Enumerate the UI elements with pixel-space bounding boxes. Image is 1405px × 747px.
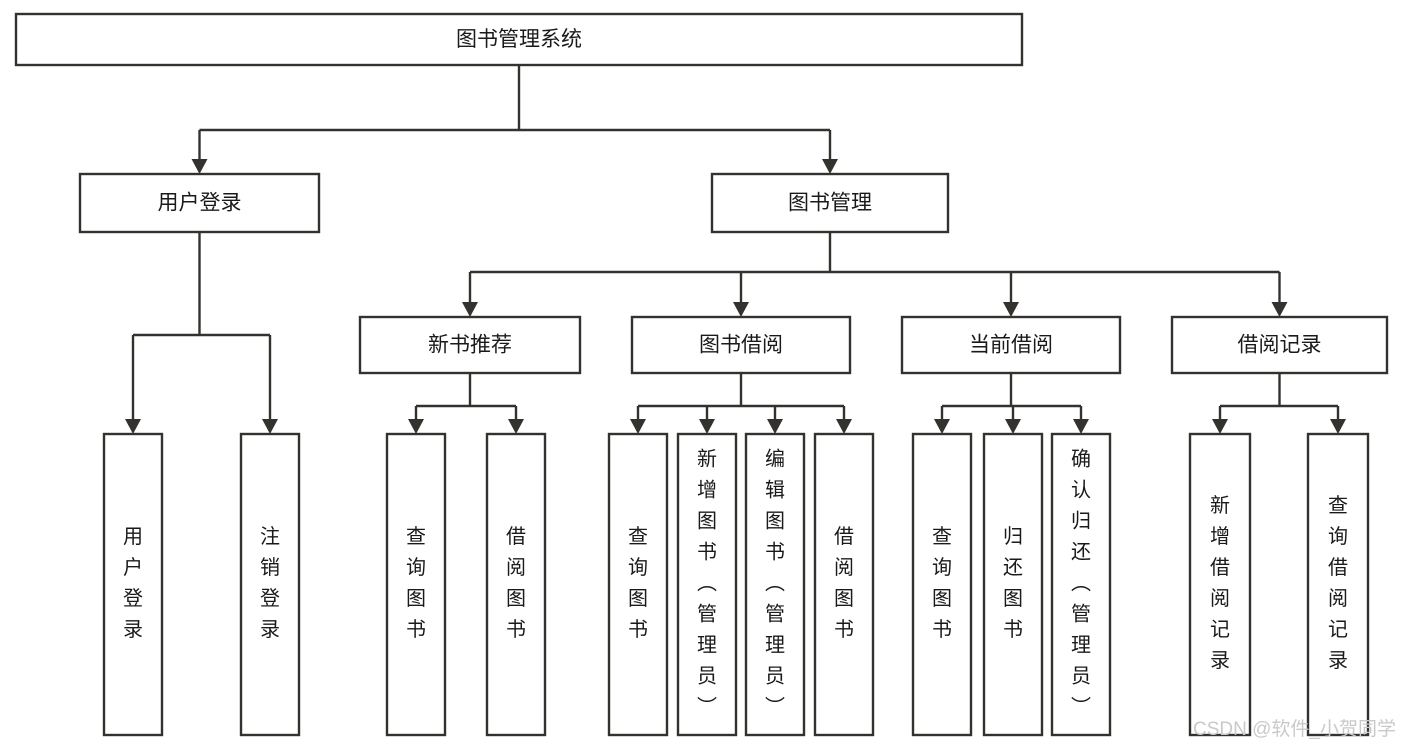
leaf-node-leaf-query-book-rec[interactable]: 查询图书 (385, 432, 447, 737)
connector-arrowhead (836, 419, 852, 434)
level1-node-book-manage[interactable]: 图书管理 (710, 172, 950, 234)
node-label: 当前借阅 (969, 334, 1053, 357)
leaf-node-label: 查询图书 (932, 525, 952, 641)
level1-node-user-login[interactable]: 用户登录 (78, 172, 321, 234)
leaf-node-label: 借阅图书 (506, 525, 526, 641)
connector-arrowhead (733, 302, 749, 317)
leaf-node-leaf-query-record[interactable]: 查询借阅记录 (1306, 432, 1370, 737)
connector-arrowhead (1271, 302, 1288, 317)
leaf-node-label: 查询图书 (406, 525, 426, 641)
connector-arrowhead (191, 159, 208, 174)
leaf-node-leaf-confirm-return[interactable]: 确认归还︵管理员︶ (1050, 432, 1112, 737)
node-label: 用户登录 (158, 192, 242, 215)
connector-layer (125, 65, 1346, 434)
node-label: 借阅记录 (1238, 334, 1322, 357)
leaf-node-label: 查询借阅记录 (1328, 494, 1348, 672)
connector-arrowhead (699, 419, 715, 434)
leaf-node-leaf-user-logout[interactable]: 注销登录 (239, 432, 301, 737)
leaf-node-leaf-borrow-book-rec[interactable]: 借阅图书 (485, 432, 547, 737)
leaf-node-leaf-borrow-book[interactable]: 借阅图书 (813, 432, 875, 737)
node-label: 图书借阅 (699, 334, 783, 357)
leaf-node-label: 新增图书︵管理员︶ (697, 448, 717, 719)
csdn-watermark: CSDN @软件_小贺同学 (1193, 718, 1396, 740)
leaf-node-leaf-user-login[interactable]: 用户登录 (102, 432, 164, 737)
node-label: 图书管理 (788, 192, 872, 215)
leaf-node-leaf-add-record[interactable]: 新增借阅记录 (1188, 432, 1252, 737)
node-layer: 图书管理系统用户登录图书管理新书推荐图书借阅当前借阅借阅记录用户登录注销登录查询… (14, 12, 1389, 737)
connector-arrowhead (934, 419, 950, 434)
connector-arrowhead (630, 419, 646, 434)
connector-arrowhead (1212, 419, 1228, 434)
root-node-root[interactable]: 图书管理系统 (14, 12, 1024, 67)
connector-arrowhead (408, 419, 424, 434)
connector-arrowhead (822, 159, 838, 174)
level2-node-current-borrow[interactable]: 当前借阅 (900, 315, 1122, 375)
node-label: 图书管理系统 (456, 28, 582, 51)
connector-arrowhead (1073, 419, 1089, 434)
connector-arrowhead (767, 419, 783, 434)
level2-node-book-borrow[interactable]: 图书借阅 (630, 315, 852, 375)
leaf-node-label: 新增借阅记录 (1210, 494, 1230, 672)
connector-arrowhead (462, 302, 478, 317)
connector-arrowhead (1005, 419, 1021, 434)
connector-arrowhead (125, 419, 141, 434)
leaf-node-leaf-query-book-cur[interactable]: 查询图书 (911, 432, 973, 737)
leaf-node-leaf-return-book[interactable]: 归还图书 (982, 432, 1044, 737)
leaf-node-leaf-query-book-borrow[interactable]: 查询图书 (607, 432, 669, 737)
leaf-node-label: 查询图书 (628, 525, 648, 641)
leaf-node-label: 注销登录 (260, 525, 280, 641)
leaf-node-label: 确认归还︵管理员︶ (1071, 448, 1091, 719)
level2-node-new-book-rec[interactable]: 新书推荐 (358, 315, 582, 375)
leaf-node-label: 编辑图书︵管理员︶ (765, 448, 785, 719)
level2-node-borrow-record[interactable]: 借阅记录 (1170, 315, 1389, 375)
leaf-node-leaf-edit-book[interactable]: 编辑图书︵管理员︶ (744, 432, 806, 737)
leaf-node-label: 归还图书 (1003, 525, 1023, 641)
connector-arrowhead (262, 419, 278, 434)
connector-arrowhead (1003, 302, 1019, 317)
connector-arrowhead (508, 419, 524, 434)
node-label: 新书推荐 (428, 334, 512, 357)
leaf-node-leaf-add-book[interactable]: 新增图书︵管理员︶ (676, 432, 738, 737)
leaf-node-label: 用户登录 (123, 526, 143, 641)
leaf-node-label: 借阅图书 (834, 525, 854, 641)
connector-arrowhead (1330, 419, 1346, 434)
